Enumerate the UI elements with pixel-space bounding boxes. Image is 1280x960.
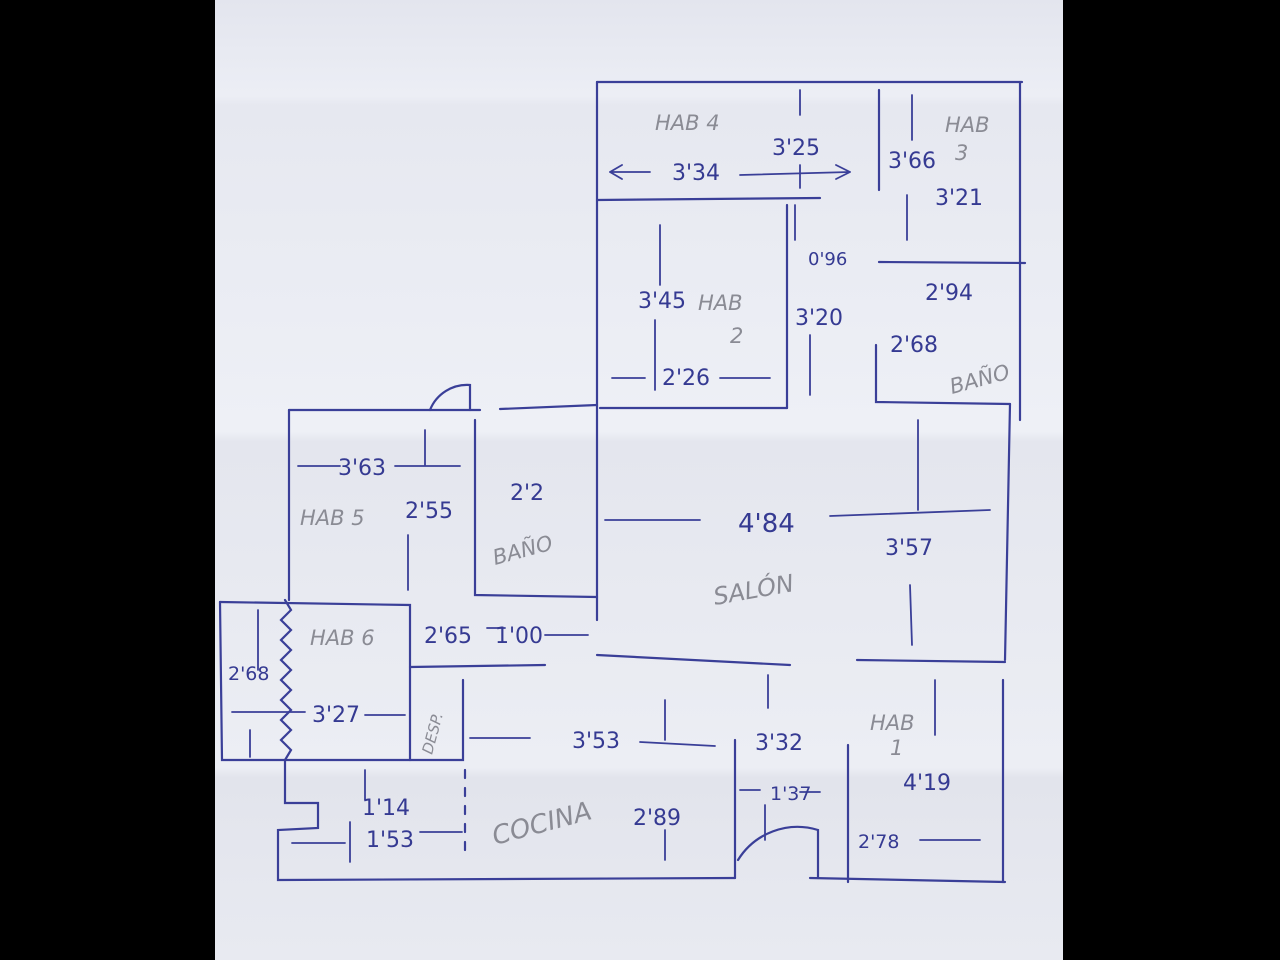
dim-label: 3'53 bbox=[572, 729, 620, 754]
dim-label: 3'20 bbox=[795, 306, 843, 331]
dim-label: 3'25 bbox=[772, 136, 820, 161]
dim-label: 2'68 bbox=[228, 663, 270, 685]
dim-label: 2'26 bbox=[662, 366, 710, 391]
dim-label: 1'53 bbox=[366, 828, 414, 853]
room-label-hab1: HAB bbox=[870, 711, 915, 735]
dim-label: 3'57 bbox=[885, 536, 933, 561]
dim-label: 4'19 bbox=[903, 771, 951, 796]
dim-label: 3'63 bbox=[338, 456, 386, 481]
dim-label: 3'32 bbox=[755, 731, 803, 756]
room-label-hab1-number: 1 bbox=[890, 736, 903, 760]
dim-label: 0'96 bbox=[808, 249, 847, 270]
room-label-hab5: HAB 5 bbox=[300, 506, 365, 530]
dim-label: 1'37 bbox=[770, 783, 812, 805]
room-label-hab4: HAB 4 bbox=[655, 111, 720, 135]
dim-label: 2'55 bbox=[405, 499, 453, 524]
dim-label: 3'21 bbox=[935, 186, 983, 211]
dim-label: 3'66 bbox=[888, 149, 936, 174]
room-label-salon: SALÓN bbox=[711, 567, 796, 611]
room-label-bano-top: BAÑO bbox=[947, 358, 1013, 399]
dim-label: 2'65 bbox=[424, 624, 472, 649]
dim-label: 3'45 bbox=[638, 289, 686, 314]
room-label-bano-left: BAÑO bbox=[490, 529, 556, 570]
dim-label: 2'2 bbox=[510, 481, 544, 506]
dim-label: 3'27 bbox=[312, 703, 360, 728]
dimension-arrows bbox=[231, 89, 991, 863]
room-label-hab3: HAB bbox=[945, 113, 990, 137]
room-label-hab2-number: 2 bbox=[730, 324, 743, 348]
dimension-labels: 3'34 3'25 3'66 3'21 0'96 2'94 3'45 3'20 … bbox=[228, 136, 983, 853]
dim-label: 2'89 bbox=[633, 806, 681, 831]
dim-label: 2'94 bbox=[925, 281, 973, 306]
dim-label: 1'14 bbox=[362, 796, 410, 821]
room-label-hab2: HAB bbox=[698, 291, 743, 315]
dim-label: 2'68 bbox=[890, 333, 938, 358]
room-label-cocina: COCINA bbox=[489, 796, 595, 851]
room-label-desp: DESP. bbox=[418, 711, 446, 757]
dim-label: 3'34 bbox=[672, 161, 720, 186]
room-label-hab3-number: 3 bbox=[955, 141, 968, 165]
room-labels: HAB 4 HAB 3 HAB 2 BAÑO HAB 5 BAÑO SALÓN … bbox=[300, 111, 1012, 852]
dim-label: 1'00 bbox=[495, 624, 543, 649]
dim-label: 4'84 bbox=[738, 509, 795, 539]
room-label-hab6: HAB 6 bbox=[310, 626, 375, 650]
paper-sheet bbox=[215, 0, 1063, 960]
dim-label: 2'78 bbox=[858, 831, 900, 853]
walls bbox=[218, 80, 1027, 884]
